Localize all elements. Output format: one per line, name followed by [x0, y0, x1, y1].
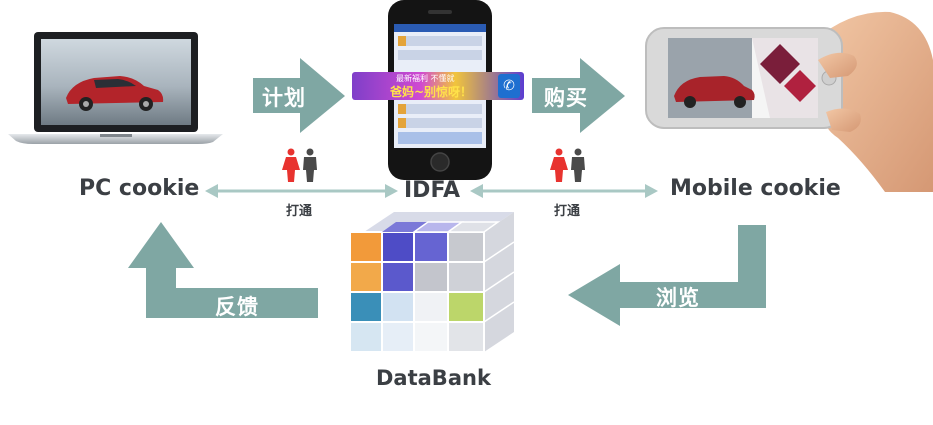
- browse-label: 浏览: [656, 286, 700, 310]
- pc-cookie-label: PC cookie: [79, 176, 200, 201]
- ad-banner-main-text: 爸妈~别惊呀！: [390, 85, 473, 99]
- hand-phone-image: [640, 0, 933, 192]
- phone-call-icon: ✆: [498, 74, 520, 98]
- connect-right-label: 打通: [554, 204, 581, 219]
- plan-label: 计划: [262, 86, 306, 110]
- ad-banner-top-text: 最新福利 不懂就: [396, 74, 455, 83]
- connect-left-label: 打通: [286, 204, 313, 219]
- connect-left-arrow: [205, 184, 398, 198]
- buy-label: 购买: [544, 86, 588, 110]
- connect-right-arrow: [470, 184, 658, 198]
- mobile-cookie-label: Mobile cookie: [670, 176, 841, 201]
- browse-arrow: [568, 225, 766, 326]
- plan-arrow: [253, 58, 345, 133]
- databank-label: DataBank: [376, 366, 491, 390]
- ad-banner: 最新福利 不懂就 爸妈~别惊呀！ ✆: [352, 72, 524, 100]
- feedback-label: 反馈: [215, 295, 259, 319]
- databank-cube-icon: [348, 210, 520, 362]
- idfa-label: IDFA: [404, 178, 460, 203]
- feedback-arrow: [128, 222, 318, 318]
- couple-icon-left: [282, 148, 322, 182]
- couple-icon-right: [550, 148, 590, 182]
- laptop-image: [8, 30, 223, 145]
- buy-arrow: [532, 58, 625, 133]
